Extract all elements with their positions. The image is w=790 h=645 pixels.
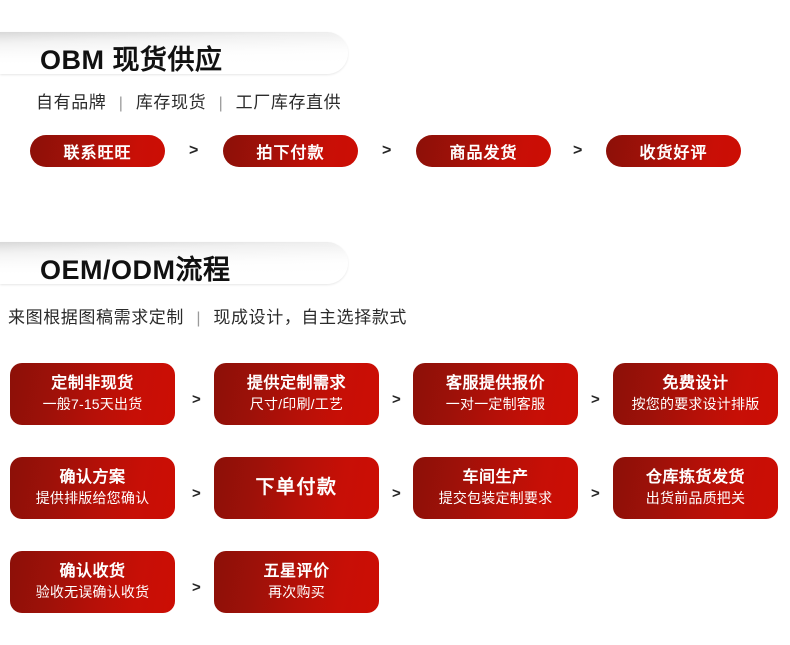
process-box-desc: 出货前品质把关 — [645, 490, 746, 507]
subtitle-part-1: 自有品牌 — [36, 93, 107, 112]
section-subtitle-obm: 自有品牌 | 库存现货 | 工厂库存直供 — [36, 88, 341, 113]
process-box-title: 仓库拣货发货 — [645, 469, 745, 487]
process-box-title: 免费设计 — [662, 375, 729, 393]
flow-arrow-icon: > — [573, 142, 583, 159]
process-box-r2-c2[interactable]: 下单付款 — [214, 457, 379, 519]
subtitle-part-2: 现成设计，自主选择款式 — [213, 308, 408, 327]
process-box-desc: 一般7-15天出货 — [42, 396, 143, 413]
subtitle-part-1: 来图根据图稿需求定制 — [8, 308, 184, 327]
section-header-obm — [0, 32, 348, 74]
process-box-title: 客服提供报价 — [445, 375, 545, 393]
flow-arrow-icon: > — [189, 142, 199, 159]
flow-arrow-icon: > — [192, 579, 201, 596]
subtitle-part-2: 库存现货 — [135, 93, 207, 112]
flow-arrow-icon: > — [382, 142, 392, 159]
flow-step-obm-1[interactable]: 联系旺旺 — [30, 135, 165, 167]
process-box-desc: 提供排版给您确认 — [35, 490, 150, 507]
section-header-oem-odm — [0, 242, 348, 284]
process-box-r2-c3[interactable]: 车间生产 提交包装定制要求 — [413, 457, 578, 519]
process-box-r1-c1[interactable]: 定制非现货 一般7-15天出货 — [10, 363, 175, 425]
process-box-title: 确认收货 — [59, 563, 126, 581]
flow-arrow-icon: > — [392, 485, 401, 502]
process-box-title: 确认方案 — [59, 469, 126, 487]
process-box-desc: 尺寸/印刷/工艺 — [249, 396, 344, 413]
subtitle-separator: | — [196, 310, 202, 327]
section-header-gloss — [0, 32, 348, 74]
section-title-oem-odm: OEM/ODM流程 — [40, 255, 231, 285]
process-box-title: 提供定制需求 — [246, 375, 346, 393]
subtitle-separator: | — [218, 95, 224, 112]
process-box-title: 定制非现货 — [51, 375, 134, 393]
process-box-r2-c1[interactable]: 确认方案 提供排版给您确认 — [10, 457, 175, 519]
process-box-desc: 提交包装定制要求 — [438, 490, 553, 507]
flow-arrow-icon: > — [591, 391, 600, 408]
flow-arrow-icon: > — [591, 485, 600, 502]
section-header-gloss — [0, 242, 348, 284]
flow-arrow-icon: > — [192, 485, 201, 502]
flow-arrow-icon: > — [392, 391, 401, 408]
process-box-r3-c2[interactable]: 五星评价 再次购买 — [214, 551, 379, 613]
process-box-r1-c4[interactable]: 免费设计 按您的要求设计排版 — [613, 363, 778, 425]
process-box-title: 车间生产 — [462, 469, 529, 487]
process-box-title: 下单付款 — [255, 477, 338, 499]
process-box-r3-c1[interactable]: 确认收货 验收无误确认收货 — [10, 551, 175, 613]
section-subtitle-oem-odm: 来图根据图稿需求定制 | 现成设计，自主选择款式 — [8, 303, 407, 328]
flow-step-obm-2[interactable]: 拍下付款 — [223, 135, 358, 167]
flow-arrow-icon: > — [192, 391, 201, 408]
flow-step-obm-3[interactable]: 商品发货 — [416, 135, 551, 167]
process-box-desc: 一对一定制客服 — [445, 396, 546, 413]
process-box-r2-c4[interactable]: 仓库拣货发货 出货前品质把关 — [613, 457, 778, 519]
process-box-r1-c3[interactable]: 客服提供报价 一对一定制客服 — [413, 363, 578, 425]
process-box-r1-c2[interactable]: 提供定制需求 尺寸/印刷/工艺 — [214, 363, 379, 425]
section-title-obm: OBM 现货供应 — [40, 45, 223, 75]
process-box-title: 五星评价 — [263, 563, 330, 581]
flow-step-obm-4[interactable]: 收货好评 — [606, 135, 741, 167]
process-box-desc: 按您的要求设计排版 — [631, 396, 760, 413]
process-box-desc: 再次购买 — [268, 584, 325, 601]
subtitle-separator: | — [118, 95, 124, 112]
subtitle-part-3: 工厂库存直供 — [235, 93, 342, 112]
process-box-desc: 验收无误确认收货 — [35, 584, 150, 601]
